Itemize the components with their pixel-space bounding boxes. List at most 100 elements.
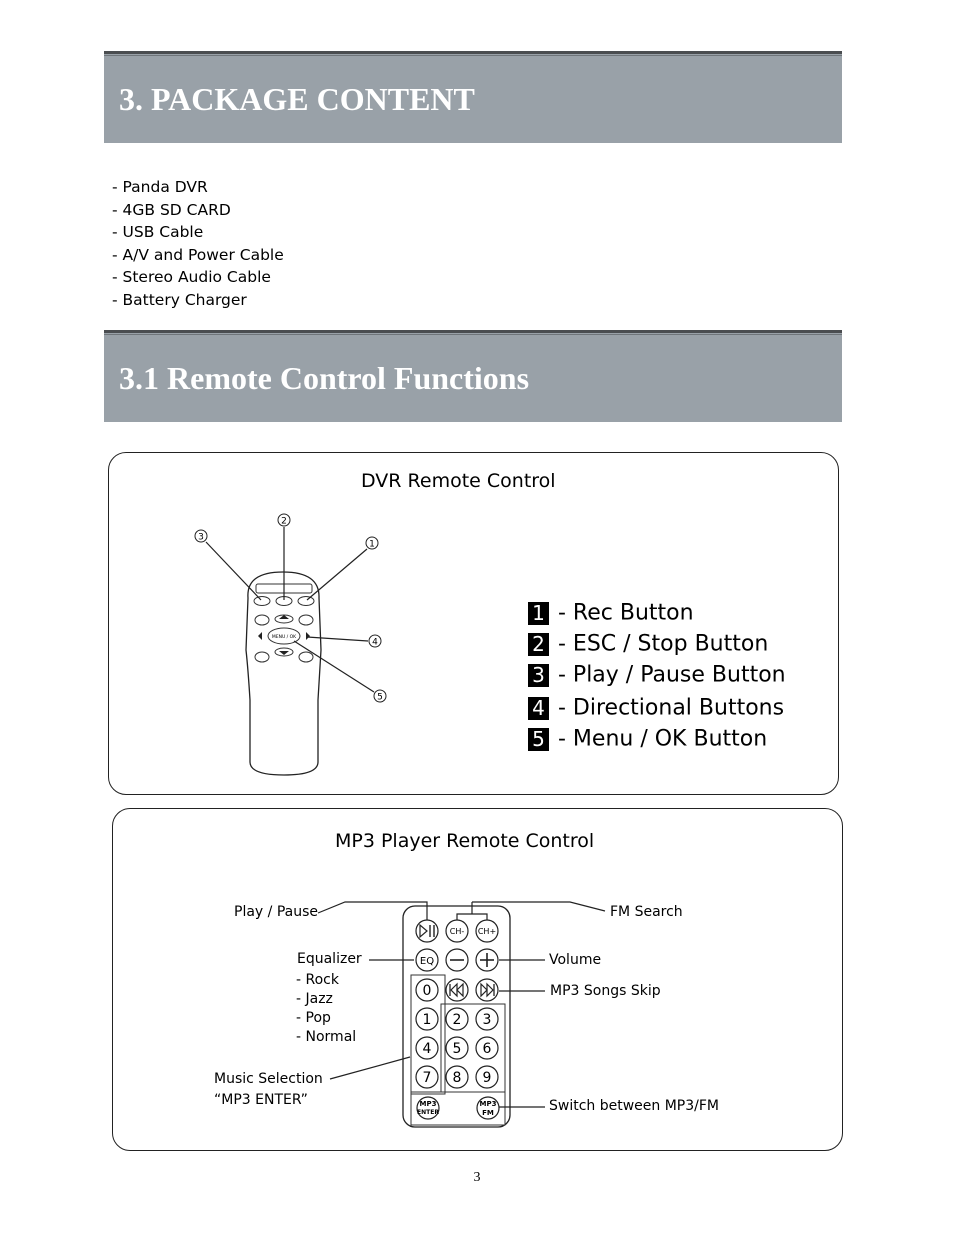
- digit-4-key-icon: [415, 1036, 439, 1060]
- play-pause-label: Play / Pause: [234, 904, 318, 920]
- ch-plus-key-icon: [475, 919, 499, 943]
- digit-3-label: 3: [483, 1012, 492, 1028]
- callout-number-2: 2: [281, 517, 287, 527]
- list-item: - USB Cable: [112, 223, 204, 241]
- digit-9-label: 9: [483, 1070, 492, 1086]
- right-arrow-icon: [306, 632, 310, 640]
- eq-key-icon: [415, 948, 439, 972]
- mp3-fm-key-label-top: MP3: [480, 1100, 497, 1108]
- callout-number-4: 4: [372, 638, 378, 648]
- header-rule-secondary: [104, 334, 842, 335]
- eq-key-label: EQ: [420, 956, 434, 967]
- left-arrow-icon: [258, 632, 262, 640]
- eq-mode-rock: - Rock: [296, 972, 339, 988]
- digit-5-key-icon: [445, 1036, 469, 1060]
- menu-ok-button-icon: [267, 627, 301, 645]
- callout-line-5: [293, 640, 375, 693]
- music-selection-label: Music Selection: [214, 1071, 323, 1087]
- mp3-enter-key-label-top: MP3: [420, 1100, 437, 1108]
- page-number: 3: [473, 1170, 481, 1185]
- callout-number-5: 5: [377, 693, 383, 703]
- section-header-package: 3. PACKAGE CONTENT: [104, 51, 842, 143]
- songs-skip-label: MP3 Songs Skip: [550, 983, 661, 999]
- mp3-fm-key-icon: [476, 1096, 500, 1120]
- play-icon: [419, 923, 428, 939]
- digit-9-key-icon: [475, 1065, 499, 1089]
- legend-text: - Rec Button: [558, 600, 694, 626]
- list-item: - Stereo Audio Cable: [112, 268, 271, 286]
- down-arrow-icon: [279, 651, 289, 655]
- mp3-enter-key-icon: [416, 1096, 440, 1120]
- digit-6-key-icon: [475, 1036, 499, 1060]
- list-item: - Battery Charger: [112, 290, 247, 309]
- corner-button-icon: [298, 651, 314, 663]
- digit-8-label: 8: [453, 1070, 462, 1086]
- list-item: - 4GB SD CARD: [112, 200, 231, 219]
- digit-2-label: 2: [453, 1012, 462, 1028]
- rewind-icon: [456, 982, 464, 998]
- up-arrow-icon: [279, 615, 289, 619]
- up-button-icon: [274, 614, 294, 624]
- corner-button-icon: [254, 614, 270, 626]
- ch-minus-key-icon: [445, 919, 469, 943]
- eq-mode-pop: - Pop: [296, 1010, 331, 1026]
- menu-ok-button-label: MENU / OK: [272, 634, 297, 640]
- leader-fm-search: [472, 901, 606, 912]
- mp3-fm-key-label-bottom: FM: [482, 1109, 494, 1117]
- header-rule: [104, 330, 842, 333]
- legend-text: - Directional Buttons: [558, 695, 785, 721]
- legend-number: 4: [528, 696, 549, 720]
- callout-circle-5: [373, 689, 387, 703]
- section-header-remote: 3.1 Remote Control Functions: [104, 330, 842, 422]
- fm-search-label: FM Search: [610, 904, 683, 920]
- digit-0-key-icon: [415, 978, 439, 1002]
- leader-music-selection: [329, 1056, 411, 1080]
- ch-plus-key-label: CH+: [478, 927, 496, 936]
- eq-key-frame: [410, 974, 446, 1095]
- list-item: - Panda DVR: [112, 178, 208, 196]
- callout-line-4: [306, 636, 369, 642]
- callout-circle-2: [277, 513, 291, 527]
- mp3-enter-key-label-bottom: ENTER: [417, 1109, 439, 1116]
- digit-1-key-icon: [415, 1007, 439, 1031]
- rec-button-icon: [297, 596, 315, 606]
- mp3-enter-label: “MP3 ENTER”: [214, 1092, 308, 1108]
- callout-circle-3: [194, 529, 208, 543]
- legend-text: - Menu / OK Button: [558, 726, 768, 752]
- volume-label: Volume: [549, 952, 602, 968]
- callout-line-3: [205, 541, 262, 601]
- down-button-icon: [274, 647, 294, 657]
- digit-0-label: 0: [423, 983, 432, 999]
- dvr-panel-title: DVR Remote Control: [361, 470, 556, 492]
- package-content-list: - Panda DVR - 4GB SD CARD - USB Cable - …: [112, 176, 284, 311]
- legend-number: 5: [528, 727, 549, 751]
- corner-button-icon: [298, 614, 314, 626]
- legend-number: 3: [528, 663, 549, 687]
- legend-number: 1: [528, 601, 549, 625]
- leader-play-pause: [317, 901, 428, 920]
- callout-circle-1: [365, 536, 379, 550]
- digit-6-label: 6: [483, 1041, 492, 1057]
- bottom-keys-frame: [410, 1091, 506, 1126]
- legend-text: - ESC / Stop Button: [558, 631, 769, 657]
- digit-8-key-icon: [445, 1065, 469, 1089]
- corner-button-icon: [254, 651, 270, 663]
- ch-minus-key-label: CH-: [450, 927, 465, 936]
- header-rule: [104, 51, 842, 54]
- digit-5-label: 5: [453, 1041, 462, 1057]
- digit-7-label: 7: [423, 1070, 432, 1086]
- digit-4-label: 4: [423, 1041, 432, 1057]
- legend-item: 4 - Directional Buttons: [528, 695, 784, 721]
- digit-3-key-icon: [475, 1007, 499, 1031]
- callout-number-1: 1: [369, 540, 375, 550]
- section-title: 3.1 Remote Control Functions: [119, 360, 530, 396]
- mp3-panel-title: MP3 Player Remote Control: [335, 830, 595, 852]
- legend-item: 3- Play / Pause Button: [528, 662, 786, 688]
- section-title: 3. PACKAGE CONTENT: [119, 81, 475, 117]
- digit-2-key-icon: [445, 1007, 469, 1031]
- eq-mode-normal: - Normal: [296, 1029, 357, 1045]
- eq-mode-jazz: - Jazz: [296, 991, 333, 1007]
- callout-number-3: 3: [198, 533, 204, 543]
- play-pause-button-icon: [253, 596, 271, 606]
